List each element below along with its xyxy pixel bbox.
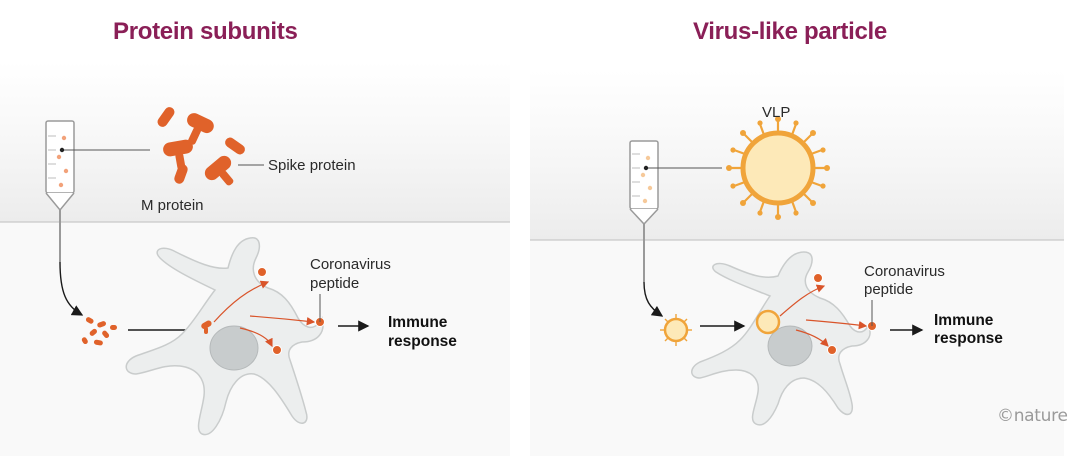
left-panel	[0, 62, 510, 456]
pointer-dot	[643, 165, 649, 171]
peptide-traffic-arrow	[239, 327, 273, 348]
m-protein-icon	[174, 164, 188, 184]
m-protein-label: M protein	[141, 197, 204, 214]
peptide-traffic-arrow	[213, 280, 270, 323]
peptide-label-line1: Coronavirus	[864, 263, 945, 280]
internalized-protein-icon	[201, 320, 212, 334]
internalized-vlp-icon	[755, 309, 781, 335]
small-vlp-icon	[660, 314, 692, 346]
vlp-label: VLP	[762, 104, 791, 121]
immune-response-label-line2: response	[934, 330, 1003, 347]
pointer-dot	[59, 147, 65, 153]
peptide-traffic-arrow	[249, 315, 316, 326]
peptide-label-line2: peptide	[310, 275, 360, 292]
m-protein-icon	[225, 137, 245, 155]
immune-response-label-line2: response	[388, 333, 457, 350]
spike-protein-icon	[187, 113, 214, 145]
spike-protein-label: Spike protein	[268, 157, 356, 174]
right-panel	[530, 70, 1064, 456]
spike-protein-icon	[204, 155, 234, 186]
peptide-label-line2: peptide	[864, 281, 914, 298]
peptide-label-line1: Coronavirus	[310, 256, 391, 273]
tissue-band	[0, 62, 510, 222]
m-protein-icon	[157, 107, 175, 127]
nature-credit: ©nature	[997, 406, 1068, 426]
cell-nucleus	[767, 325, 813, 367]
vlp-particle-icon	[726, 116, 830, 220]
panel-title-protein-subunits: Protein subunits	[113, 18, 298, 45]
immune-response-label-line1: Immune	[934, 312, 994, 329]
peptide-traffic-arrow	[779, 284, 826, 317]
injection-arrow	[59, 261, 84, 316]
immune-response-label-line1: Immune	[388, 314, 448, 331]
panel-title-virus-like-particle: Virus-like particle	[693, 18, 887, 45]
peptide-traffic-arrow	[805, 319, 868, 330]
protein-fragments-cluster	[81, 317, 117, 346]
cell-nucleus	[209, 325, 259, 371]
injection-arrow	[643, 281, 664, 317]
syringe-icon	[629, 140, 659, 282]
syringe-icon	[45, 120, 75, 262]
peptide-traffic-arrow	[795, 329, 829, 347]
protein-subunits-cluster	[157, 107, 245, 186]
